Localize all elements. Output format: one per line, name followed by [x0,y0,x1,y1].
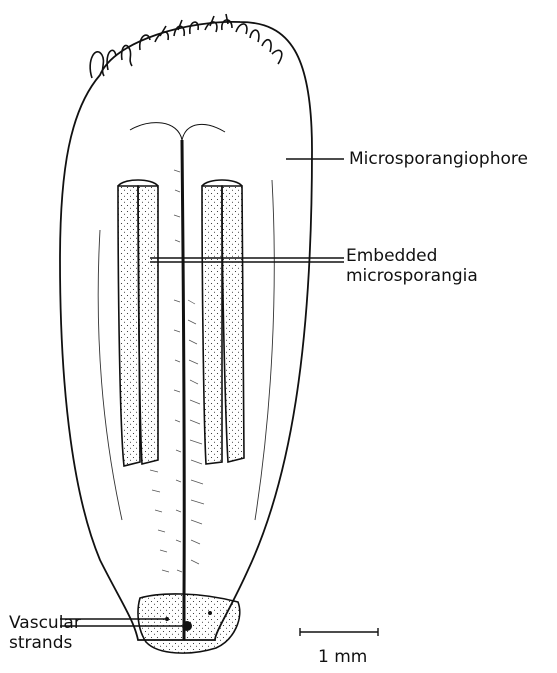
apical-notch [130,123,225,140]
microsporangiophore-outline [60,22,312,640]
inner-contour-right [255,180,274,520]
left-microsporangia [118,180,158,466]
vascular-strand-main [182,621,192,631]
vascular-strand-small-right [208,611,212,615]
label-embedded-line1: Embedded [346,246,478,266]
label-embedded-line2: microsporangia [346,266,478,286]
label-vascular-line1: Vascular [9,613,81,633]
label-microsporangiophore: Microsporangiophore [349,149,528,169]
label-vascular-strands: Vascular strands [9,613,81,653]
scale-bar [300,628,378,636]
scale-bar-label: 1 mm [318,647,367,667]
midrib [182,140,184,640]
label-embedded-microsporangia: Embedded microsporangia [346,246,478,286]
vascular-strand-small-left [165,617,169,621]
right-microsporangia [202,180,244,464]
label-vascular-line2: strands [9,633,81,653]
